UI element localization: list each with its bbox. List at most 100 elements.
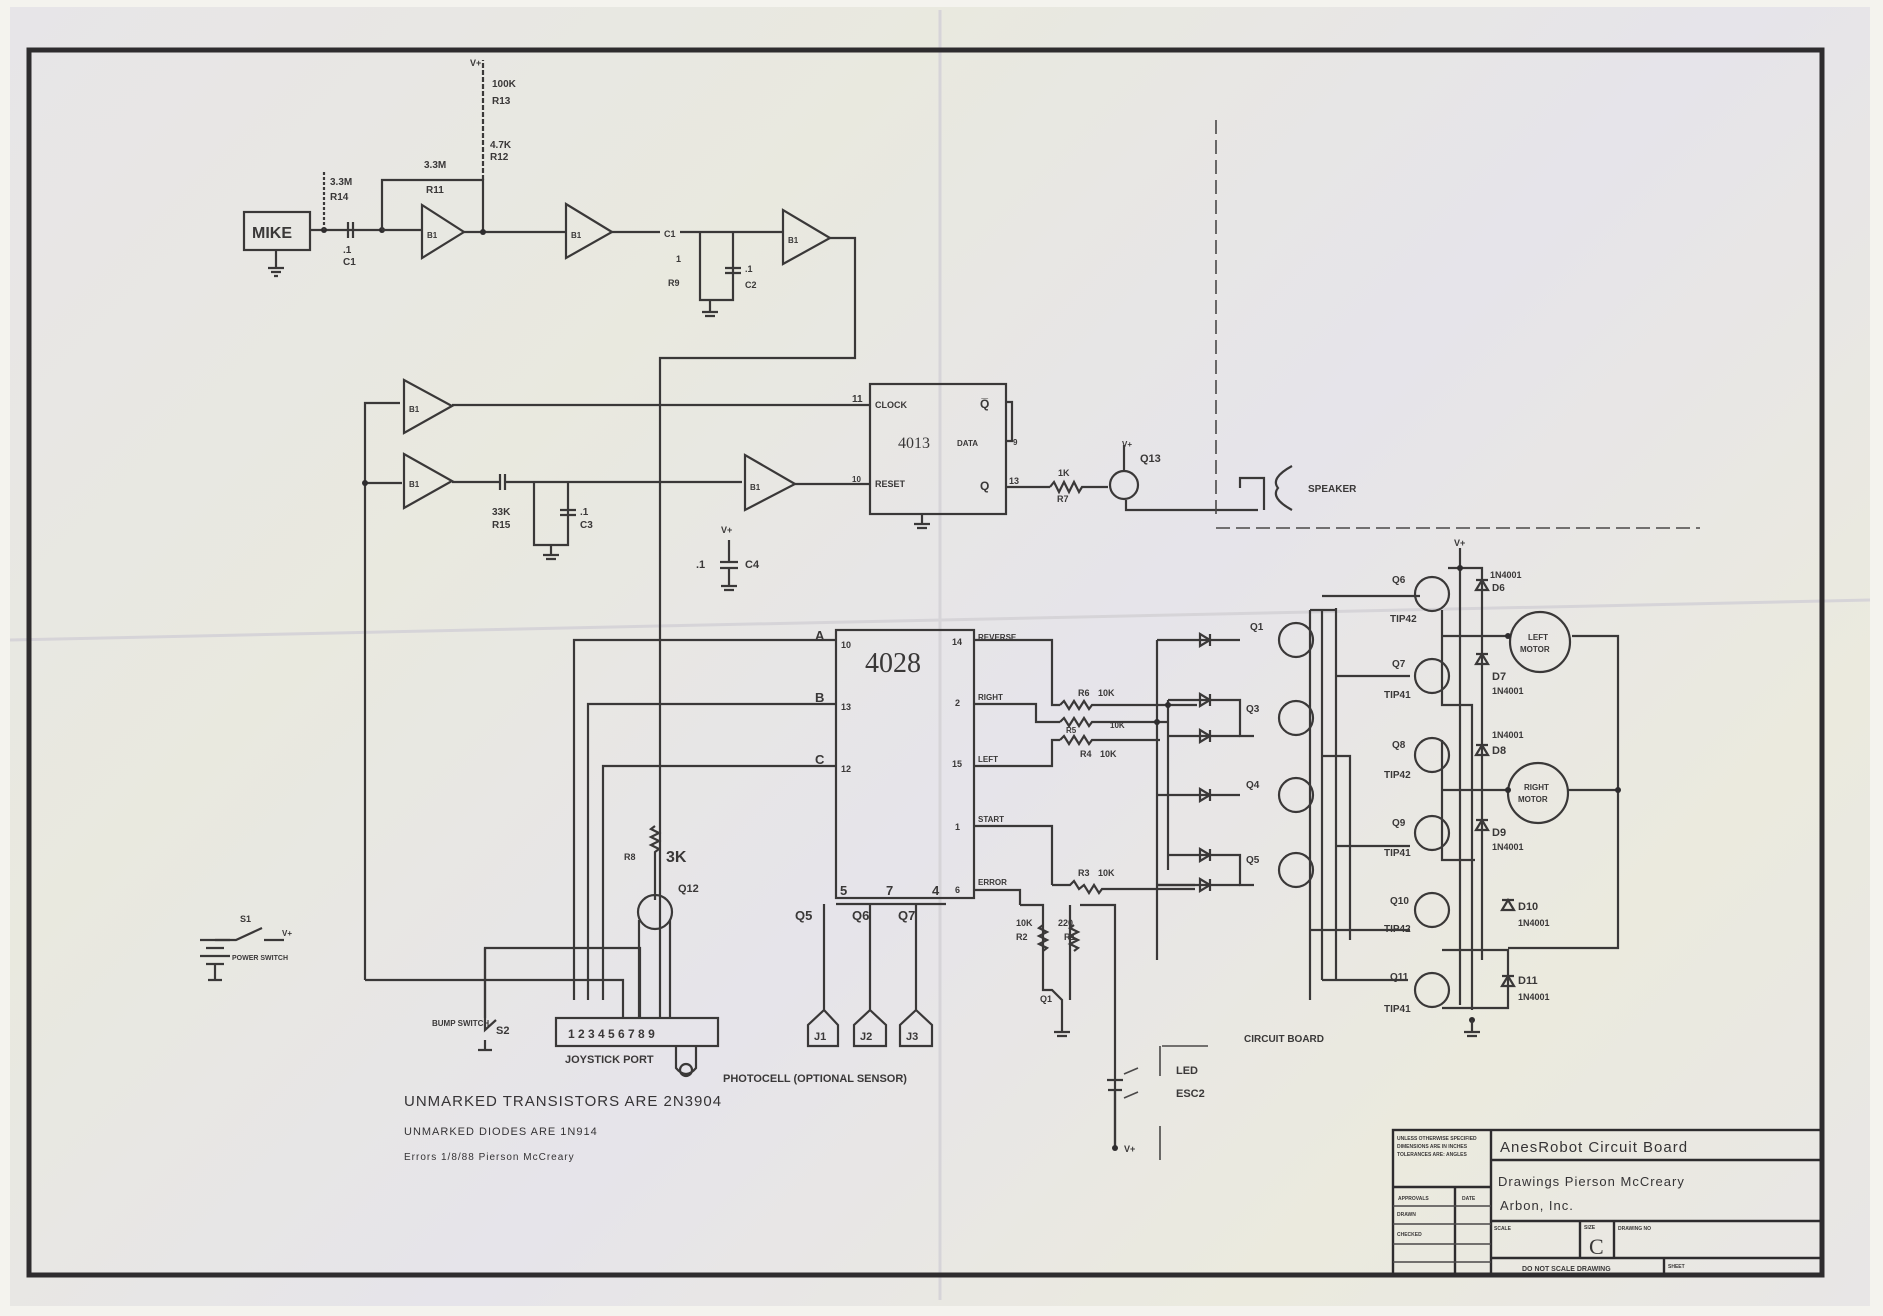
q1-driver-label: Q1 bbox=[1250, 622, 1264, 633]
driver-transistors: Q1 Q3 Q4 Q5 bbox=[1246, 621, 1315, 889]
jack-j2 bbox=[852, 904, 888, 1048]
right-wire bbox=[974, 702, 1060, 724]
vplus-label: V+ bbox=[470, 58, 481, 68]
q4-transistor bbox=[1277, 776, 1315, 814]
pin-label: 9 bbox=[1013, 438, 1018, 447]
d11-diode bbox=[1500, 973, 1516, 988]
pin-label: 13 bbox=[841, 702, 851, 712]
bump-switch-s2 bbox=[478, 948, 497, 1052]
q11-type: TIP41 bbox=[1384, 1004, 1411, 1015]
pin-label: 5 bbox=[840, 883, 847, 898]
q10-type: TIP42 bbox=[1384, 924, 1411, 935]
tolerance-note: DIMENSIONS ARE IN INCHES bbox=[1397, 1144, 1468, 1150]
junction-dot bbox=[1505, 633, 1511, 639]
d8-diode bbox=[1474, 742, 1490, 757]
d6-diode bbox=[1474, 577, 1490, 592]
input-c-wire bbox=[601, 764, 836, 1000]
diode-icon bbox=[1198, 692, 1213, 708]
reverse-wire bbox=[974, 638, 1060, 707]
c3-capacitor bbox=[560, 508, 576, 517]
q1-label: Q1 bbox=[1040, 994, 1052, 1004]
hbridge-drive-wires bbox=[1322, 594, 1420, 940]
ground-icon bbox=[1054, 1020, 1070, 1038]
r2-value: 10K bbox=[1016, 918, 1033, 928]
photocell bbox=[674, 1046, 698, 1076]
ic-4028 bbox=[834, 628, 976, 900]
q5-base-wire bbox=[1168, 853, 1254, 887]
c1-ref: C1 bbox=[343, 257, 356, 268]
drawn-row: DRAWN bbox=[1397, 1212, 1416, 1218]
size-label: SIZE bbox=[1584, 1225, 1596, 1231]
junction-dot bbox=[480, 229, 486, 235]
power-switch-s1 bbox=[215, 927, 284, 942]
tolerance-note: UNLESS OTHERWISE SPECIFIED bbox=[1397, 1136, 1477, 1142]
r12-ref: R12 bbox=[490, 152, 509, 163]
q9-type: TIP41 bbox=[1384, 848, 1411, 859]
c1-coupling-label: C1 bbox=[664, 229, 676, 239]
r6-ref: R6 bbox=[1078, 688, 1090, 698]
jack-j3 bbox=[898, 904, 934, 1048]
clock-pin-label: CLOCK bbox=[875, 400, 907, 410]
joystick-port-label: JOYSTICK PORT bbox=[565, 1054, 654, 1066]
photocell-icon bbox=[678, 1062, 694, 1078]
junction-dot bbox=[362, 480, 368, 486]
r5-resistor bbox=[1059, 715, 1168, 729]
photocell-label: PHOTOCELL (OPTIONAL SENSOR) bbox=[723, 1073, 907, 1085]
c2-capacitor bbox=[725, 266, 741, 275]
left-motor-label-1: LEFT bbox=[1528, 633, 1548, 642]
ground-icon bbox=[268, 266, 284, 278]
drawing-size: C bbox=[1589, 1234, 1604, 1259]
q13-label: Q13 bbox=[1140, 453, 1161, 465]
input-a-label: A bbox=[815, 628, 825, 643]
q12-leads bbox=[637, 920, 672, 1018]
mike-label: MIKE bbox=[252, 225, 292, 242]
joystick-section: 1 2 3 4 5 6 7 8 9 JOYSTICK PORT R8 3K Q1… bbox=[200, 825, 907, 1085]
input-b-wire bbox=[586, 702, 836, 1000]
opamp-label: B1 bbox=[427, 231, 438, 240]
d7-label: D7 bbox=[1492, 671, 1506, 683]
r7-ref: R7 bbox=[1057, 494, 1069, 504]
q12-label: Q12 bbox=[678, 883, 699, 895]
r4-ref: R4 bbox=[1080, 749, 1092, 759]
diode-icon bbox=[1198, 632, 1213, 648]
speaker-enclosure-outline bbox=[1215, 120, 1700, 529]
hbridge-lower bbox=[1442, 948, 1510, 1010]
mic-preamp-section: MIKE 3.3M R14 .1 C1 3.3M R11 B1 V+ 100K … bbox=[242, 58, 857, 1010]
date-header: DATE bbox=[1462, 1196, 1476, 1202]
input-c-label: C bbox=[815, 752, 825, 767]
r2-resistor bbox=[1036, 924, 1050, 952]
pin-label: 13 bbox=[1009, 476, 1019, 486]
drawn-by: Drawings Pierson McCreary bbox=[1498, 1174, 1685, 1189]
speaker-icon bbox=[1274, 465, 1293, 511]
r2-ref: R2 bbox=[1016, 932, 1028, 942]
led-label: LED bbox=[1176, 1065, 1198, 1077]
opamp-label: B1 bbox=[571, 231, 582, 240]
j2-label: J2 bbox=[860, 1031, 872, 1043]
vplus-label: V+ bbox=[282, 929, 292, 938]
s2-label: S2 bbox=[496, 1025, 509, 1037]
right-output-label: RIGHT bbox=[978, 693, 1003, 702]
note-diodes: UNMARKED DIODES ARE 1N914 bbox=[404, 1126, 598, 1138]
joystick-pin-numbers: 1 2 3 4 5 6 7 8 9 bbox=[568, 1027, 655, 1041]
d10-label: D10 bbox=[1518, 901, 1538, 913]
speaker-coil bbox=[1238, 476, 1266, 510]
jack-j1 bbox=[806, 904, 840, 1048]
d11-label: D11 bbox=[1518, 975, 1538, 987]
r15-c3-filter bbox=[532, 482, 570, 547]
bump-wire bbox=[483, 946, 642, 1018]
pin-label: 4 bbox=[932, 883, 940, 898]
r13-ref: R13 bbox=[492, 96, 511, 107]
joystick-port bbox=[554, 1016, 720, 1048]
pin-label: 14 bbox=[952, 637, 962, 647]
q6-output-label: Q6 bbox=[852, 908, 869, 923]
d8-label: D8 bbox=[1492, 745, 1506, 757]
fold-line bbox=[9, 598, 1871, 642]
q7-label: Q7 bbox=[1392, 659, 1406, 670]
error-wire bbox=[974, 888, 1022, 905]
r11-ref: R11 bbox=[426, 185, 444, 196]
speaker-wire bbox=[1124, 500, 1258, 512]
q11-transistor bbox=[1413, 971, 1451, 1009]
checked-row: CHECKED bbox=[1397, 1232, 1422, 1238]
c3-ref: C3 bbox=[580, 520, 593, 531]
